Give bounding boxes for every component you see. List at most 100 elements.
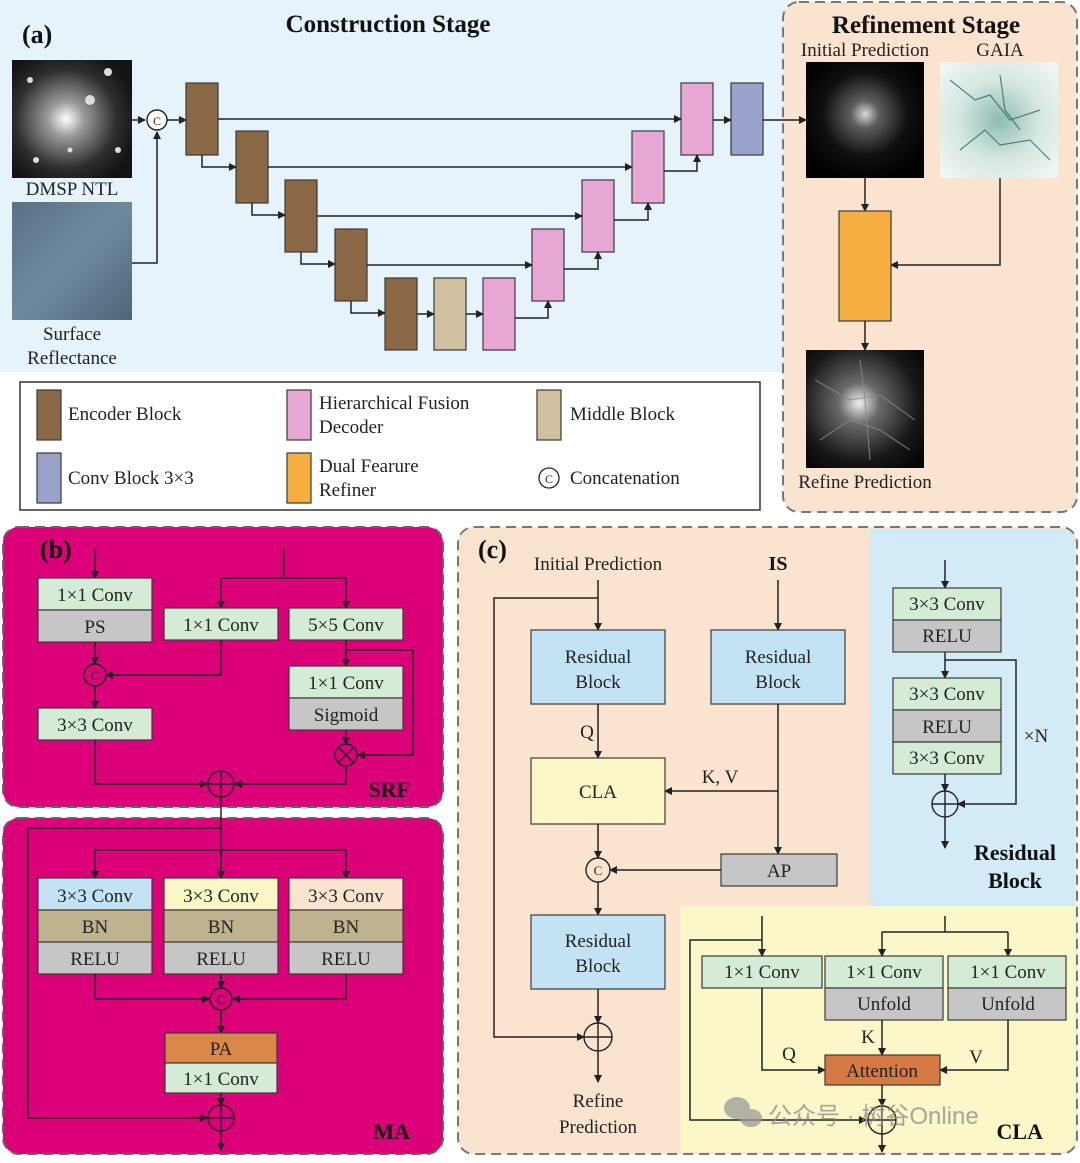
initial-prediction-image	[806, 62, 924, 178]
legend-conv-label: Conv Block 3×3	[68, 468, 194, 489]
srf-add-icon	[207, 770, 235, 798]
conv-block-3x3	[730, 82, 764, 156]
srf-concat-symbol: C	[91, 668, 100, 683]
legend-concat-symbol: C	[545, 472, 553, 486]
ma-concat-symbol: C	[217, 992, 226, 1007]
dmsp-ntl-speckles	[27, 68, 121, 163]
ma-relu-c-label: RELU	[321, 949, 371, 970]
residual-block-b-line1: Residual	[745, 647, 812, 668]
ma-conv3x3-c-label: 3×3 Conv	[308, 886, 384, 907]
ma-relu-b-label: RELU	[196, 949, 246, 970]
attention-block	[824, 1054, 941, 1086]
ma-pa-label: PA	[210, 1039, 233, 1060]
srf-sigmoid	[288, 697, 404, 731]
cla-conv1x1-q	[701, 955, 823, 989]
srf-conv1x1-b	[163, 607, 279, 641]
encoder-block-1	[185, 82, 219, 156]
decoder-block-1	[482, 277, 516, 351]
legend-encoder-label: Encoder Block	[68, 404, 182, 425]
cla-unfold-k-label: Unfold	[857, 994, 911, 1015]
construction-stage-title: Construction Stage	[286, 11, 491, 38]
cla-add-icon	[867, 1105, 897, 1135]
dual-feature-refiner-block	[838, 210, 892, 322]
panel-c: (c) Initial Prediction IS Residual Block…	[457, 526, 1078, 1155]
srf-conv5x5	[288, 607, 404, 641]
cla-block	[530, 757, 666, 825]
gaia-label: GAIA	[976, 40, 1024, 61]
surface-reflectance-image	[12, 202, 132, 320]
q-label-main: Q	[580, 722, 594, 743]
encoder-block-5	[384, 277, 418, 351]
srf-conv3x3	[37, 707, 153, 741]
cla-block-label: CLA	[579, 782, 617, 803]
ma-bn-c-label: BN	[333, 917, 360, 938]
srf-conv3x3-label: 3×3 Conv	[57, 715, 133, 736]
legend-middle-swatch	[536, 389, 562, 441]
cla-conv1x1-k	[824, 955, 944, 989]
ma-relu-b	[163, 941, 279, 975]
legend-refiner-label-line1: Dual Fearure	[319, 456, 419, 477]
residual-block-b	[710, 629, 846, 705]
ma-conv3x3-b-label: 3×3 Conv	[183, 886, 259, 907]
legend-concat-label: Concatenation	[570, 468, 680, 489]
cla-q-label: Q	[782, 1044, 796, 1065]
cla-unfold-v	[947, 987, 1067, 1021]
legend-middle-label: Middle Block	[570, 404, 676, 425]
srf-conv1x1-c-label: 1×1 Conv	[308, 673, 384, 694]
rb-conv3x3-c	[892, 741, 1002, 775]
srf-ps	[37, 609, 153, 643]
ma-conv3x3-a-label: 3×3 Conv	[57, 886, 133, 907]
legend-conv-swatch	[36, 452, 62, 504]
legend-concat-icon	[538, 467, 560, 489]
gaia-texture	[949, 74, 1051, 161]
main-add-icon	[583, 1022, 613, 1052]
panel-b-tag: (b)	[40, 535, 72, 564]
cla-conv1x1-k-label: 1×1 Conv	[846, 962, 922, 983]
cla-title: CLA	[997, 1119, 1044, 1144]
initial-prediction-label: Initial Prediction	[801, 40, 930, 61]
residual-block-a-line2: Block	[575, 672, 621, 693]
refine-output-line1: Refine	[573, 1091, 624, 1112]
ma-title: MA	[373, 1119, 410, 1144]
rb-relu-a	[892, 619, 1002, 653]
is-input-label: IS	[769, 553, 788, 575]
ma-bn-b-label: BN	[208, 917, 235, 938]
srf-conv5x5-label: 5×5 Conv	[308, 615, 384, 636]
middle-block	[433, 277, 467, 351]
cla-unfold-k	[824, 987, 944, 1021]
residual-block-title-line2: Block	[988, 868, 1043, 893]
legend-decoder-label-line1: Hierarchical Fusion	[319, 393, 470, 414]
legend-encoder-swatch	[36, 389, 62, 441]
decoder-blocks	[482, 82, 714, 351]
ma-conv3x3-b	[163, 877, 279, 911]
refine-prediction-image	[806, 350, 924, 468]
legend-box	[19, 381, 761, 511]
main-concat-symbol: C	[594, 863, 603, 878]
legend-decoder-label-line2: Decoder	[319, 417, 384, 438]
panel-a-tag: (a)	[22, 20, 52, 49]
cla-v-label: V	[969, 1047, 983, 1068]
residual-block-c-line1: Residual	[565, 931, 632, 952]
rb-conv3x3-a-label: 3×3 Conv	[909, 594, 985, 615]
ma-panel-bg	[2, 817, 444, 1155]
srf-multiply-icon	[334, 743, 358, 767]
panel-b: (b) SRF MA 1×1 Conv PS 1×1 Conv 5×5 Conv…	[2, 526, 444, 1155]
residual-block-c	[530, 914, 666, 990]
srf-conv1x1-a	[37, 577, 153, 611]
concat-a-symbol: C	[153, 114, 161, 128]
legend-refiner-swatch	[286, 452, 312, 504]
refine-prediction-texture	[814, 359, 916, 461]
decoder-block-3	[581, 179, 615, 253]
srf-conv1x1-b-label: 1×1 Conv	[183, 615, 259, 636]
initial-prediction-input-label: Initial Prediction	[534, 554, 663, 575]
decoder-block-4	[631, 130, 665, 204]
ma-conv1x1-label: 1×1 Conv	[183, 1069, 259, 1090]
residual-block-c-line2: Block	[575, 956, 621, 977]
attention-block-label: Attention	[846, 1061, 918, 1082]
decoder-block-5	[680, 82, 714, 156]
residual-block-b-line2: Block	[755, 672, 801, 693]
ma-bn-a-label: BN	[82, 917, 109, 938]
legend-decoder-swatch	[286, 389, 312, 441]
